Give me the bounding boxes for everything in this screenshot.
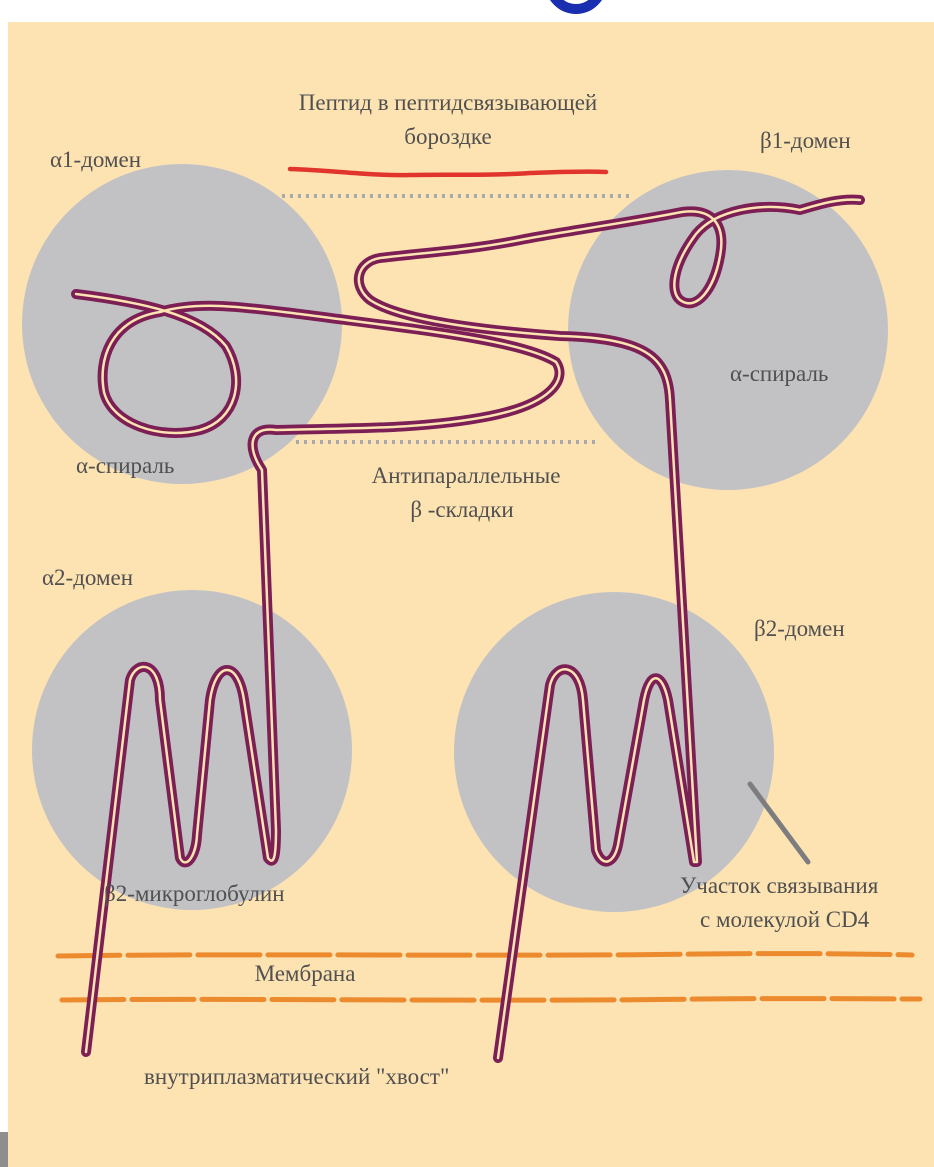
membrane-outer-line	[58, 954, 912, 956]
cytoplasmic-tail-label: внутриплазматический "хвост"	[144, 1064, 449, 1089]
antiparallel-label-line1: Антипараллельные	[372, 463, 561, 488]
beta2-domain-circle	[454, 592, 774, 912]
cd4-pointer-line	[750, 784, 808, 862]
antiparallel-label-line2: β -складки	[410, 497, 513, 522]
membrane-label: Мембрана	[255, 961, 356, 986]
alpha-helix-left-label: α-спираль	[76, 453, 174, 478]
beta2-domain-label: β2-домен	[754, 616, 845, 641]
peptide-label-line1: Пептид в пептидсвязывающей	[299, 90, 598, 115]
domains	[22, 164, 888, 912]
beta1-domain-label: β1-домен	[760, 128, 851, 153]
membrane-inner-line	[62, 999, 920, 1001]
beta2-microglobulin-label: β2-микроглобулин	[104, 881, 285, 906]
alpha2-domain-label: α2-домен	[42, 565, 133, 590]
peptide-label-line2: бороздке	[404, 124, 491, 149]
alpha-helix-right-label: α-спираль	[730, 361, 828, 386]
membrane	[58, 954, 920, 1001]
alpha1-domain-label: α1-домен	[50, 147, 141, 172]
peptide-line	[290, 169, 606, 175]
cd4-site-label-line1: Участок связывания	[680, 873, 879, 898]
cd4-site-label-line2: с молекулой CD4	[700, 907, 870, 932]
